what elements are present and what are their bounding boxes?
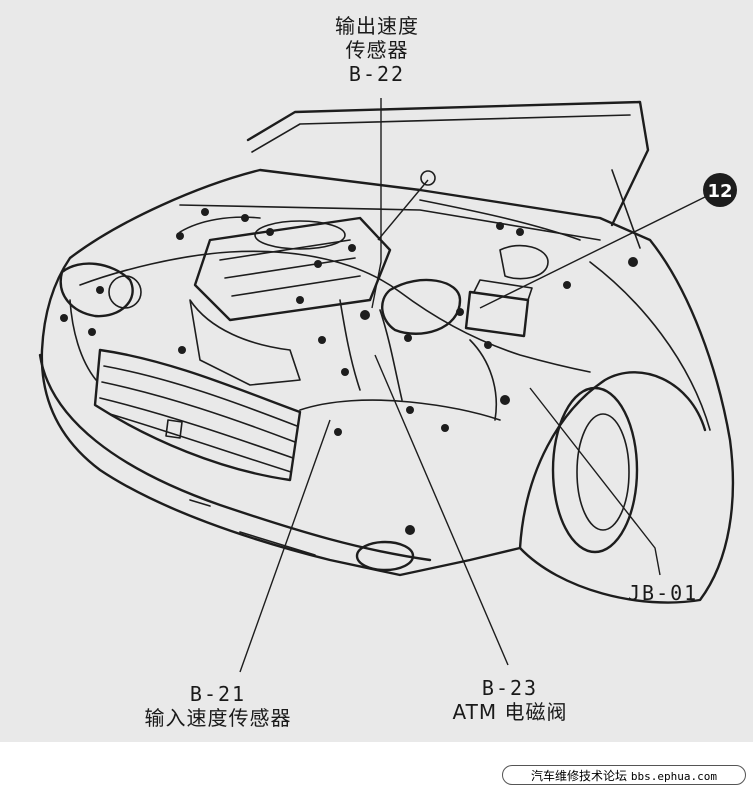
harness-right — [419, 199, 581, 421]
bumper-slot-left — [189, 499, 211, 507]
grille — [93, 348, 302, 482]
forum-name: 汽车维修技术论坛 — [531, 769, 628, 783]
front-bumper — [38, 353, 432, 562]
harness-left — [69, 216, 261, 381]
fog-lamp — [355, 540, 415, 572]
badge-12 — [703, 173, 737, 207]
leader-star — [377, 179, 429, 241]
wheel-rim — [576, 413, 630, 531]
callout-b23-name: ATM 电磁阀 — [452, 700, 568, 724]
hood-inner-edge — [251, 114, 631, 153]
battery-top — [473, 279, 533, 301]
engine-bay-illustration: 12 — [38, 98, 737, 673]
callout-b22: 输出速度 传感器 B-22 — [322, 14, 432, 86]
coolant-reservoir — [499, 244, 549, 280]
harness-center — [339, 299, 403, 401]
leader-b21 — [239, 419, 331, 673]
reference-marker — [420, 170, 436, 186]
wheel-arch — [518, 371, 707, 550]
hood-outline — [246, 100, 650, 227]
forum-watermark: 汽车维修技术论坛 bbs.ephua.com — [502, 765, 746, 785]
headlight-left — [59, 262, 134, 318]
bumper-slot — [239, 531, 316, 556]
grille-bar-2 — [101, 381, 296, 443]
air-intake — [254, 220, 346, 250]
callout-b21-name: 输入速度传感器 — [144, 706, 292, 730]
connector-dots — [60, 208, 638, 535]
harness-lower — [299, 399, 501, 421]
callout-b22-code: B-22 — [348, 62, 406, 86]
engine-front — [189, 299, 301, 386]
hood-strut — [611, 169, 641, 249]
callout-b21-code: B-21 — [189, 682, 247, 706]
callout-b23: B-23 ATM 电磁阀 — [430, 676, 590, 724]
grille-bar-1 — [103, 365, 298, 427]
leader-b23 — [374, 354, 509, 666]
leader-jb01 — [529, 387, 661, 576]
fender-line — [589, 261, 711, 431]
forum-site: bbs.ephua.com — [630, 770, 717, 783]
engine-cover — [193, 216, 392, 322]
callout-b21: B-21 输入速度传感器 — [118, 682, 318, 730]
grille-bar-4 — [109, 413, 292, 473]
callout-jb01-code: JB-01 — [628, 581, 699, 605]
badge-12-number: 12 — [707, 181, 732, 202]
harness-main — [79, 250, 591, 373]
callout-b22-name-line2: 传感器 — [345, 38, 409, 62]
leader-b22 — [371, 98, 382, 309]
cowl-line — [179, 204, 601, 241]
headlight-lens — [108, 275, 142, 309]
air-cleaner — [381, 278, 462, 335]
leader-badge-12 — [479, 196, 706, 309]
battery — [464, 290, 530, 338]
callout-b23-code: B-23 — [481, 676, 539, 700]
grille-bar-3 — [99, 397, 294, 459]
front-wheel — [551, 386, 639, 554]
emblem — [165, 419, 183, 439]
callout-b22-name-line1: 输出速度 — [335, 14, 419, 38]
